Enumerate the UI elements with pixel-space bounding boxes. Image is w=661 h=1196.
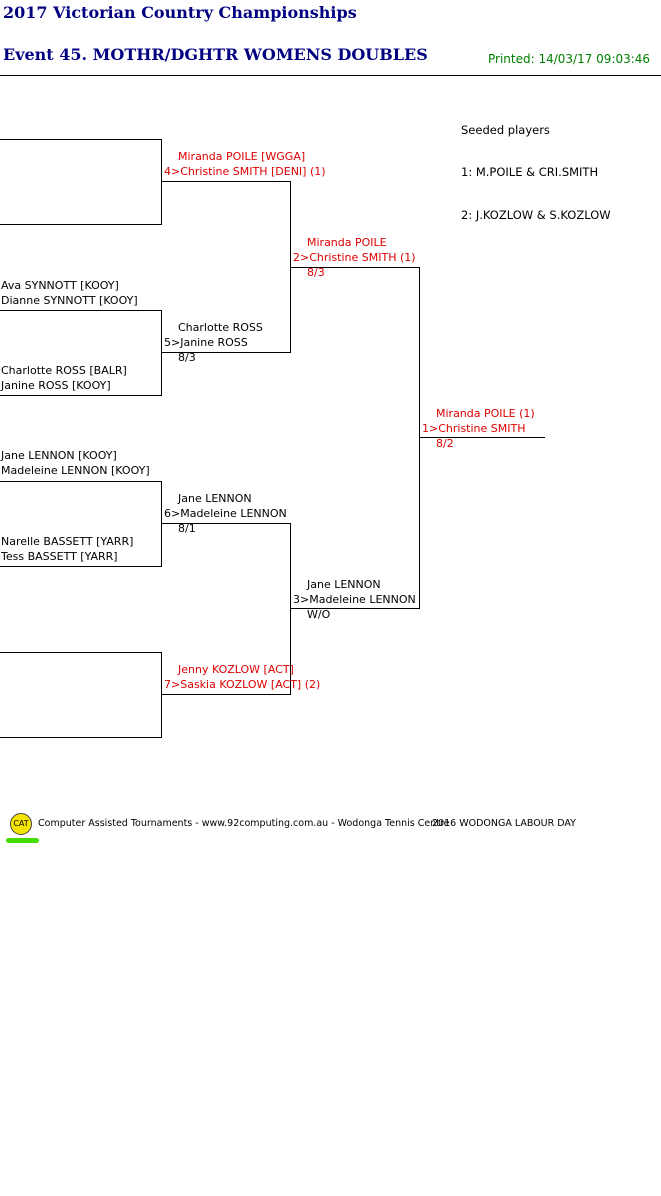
- champion-name: Miranda POILE (1): [436, 407, 535, 420]
- printed-timestamp: Printed: 14/03/17 09:03:46: [488, 52, 651, 66]
- r3-score: 8/3: [307, 266, 325, 279]
- r1-connector-c: [161, 481, 162, 567]
- r1-player: Dianne SYNNOTT [KOOY]: [1, 294, 138, 307]
- r1-player: Narelle BASSETT [YARR]: [1, 535, 134, 548]
- r1-line-8: [0, 737, 162, 738]
- r2-score: 8/3: [178, 351, 196, 364]
- r1-line-7: [0, 652, 162, 653]
- r1-player: Jane LENNON [KOOY]: [1, 449, 117, 462]
- r1-player: Janine ROSS [KOOY]: [1, 379, 111, 392]
- r1-line-6: [0, 566, 162, 567]
- r2-team-name: Jane LENNON: [178, 492, 252, 505]
- r2-team-name: 6>Madeleine LENNON: [164, 507, 287, 520]
- r1-connector-d: [161, 652, 162, 738]
- r1-connector-a: [161, 139, 162, 225]
- r1-player: Charlotte ROSS [BALR]: [1, 364, 127, 377]
- r3-score: W/O: [307, 608, 331, 621]
- seed-2: 2: J.KOZLOW & S.KOZLOW: [461, 208, 611, 222]
- champion-name: 1>Christine SMITH: [422, 422, 526, 435]
- r2-line-2: [162, 352, 291, 353]
- r2-line-3: [162, 523, 291, 524]
- r2-team-name: 7>Saskia KOZLOW [ACT] (2): [164, 678, 321, 691]
- r2-connector-b: [290, 523, 291, 695]
- r3-team-name: 3>Madeleine LENNON: [293, 593, 416, 606]
- header-divider: [0, 75, 661, 76]
- r1-player: Madeleine LENNON [KOOY]: [1, 464, 150, 477]
- r2-line-1: [162, 181, 291, 182]
- r1-connector-b: [161, 310, 162, 396]
- r3-team-name: Miranda POILE: [307, 236, 387, 249]
- r1-line-4: [0, 395, 162, 396]
- r2-score: 8/1: [178, 522, 196, 535]
- r2-team-name: Jenny KOZLOW [ACT]: [178, 663, 294, 676]
- r1-line-1: [0, 139, 162, 140]
- seed-1: 1: M.POILE & CRI.SMITH: [461, 165, 599, 179]
- r3-team-name: Jane LENNON: [307, 578, 381, 591]
- seeded-heading: Seeded players: [461, 123, 550, 137]
- r2-team-name: 4>Christine SMITH [DENI] (1): [164, 165, 326, 178]
- r2-team-name: Miranda POILE [WGGA]: [178, 150, 306, 163]
- r3-line-1: [291, 267, 420, 268]
- logo-swoosh-icon: [6, 838, 39, 843]
- final-line: [420, 437, 545, 438]
- tournament-title: 2017 Victorian Country Championships: [3, 3, 357, 22]
- cat-logo-icon: CAT: [10, 813, 32, 835]
- r2-line-4: [162, 694, 291, 695]
- event-title: Event 45. MOTHR/DGHTR WOMENS DOUBLES: [3, 45, 428, 64]
- r1-line-5: [0, 481, 162, 482]
- r3-team-name: 2>Christine SMITH (1): [293, 251, 416, 264]
- r1-player: Tess BASSETT [YARR]: [1, 550, 118, 563]
- r2-team-name: 5>Janine ROSS: [164, 336, 248, 349]
- r1-player: Ava SYNNOTT [KOOY]: [1, 279, 119, 292]
- r2-connector-a: [290, 181, 291, 353]
- final-score: 8/2: [436, 437, 454, 450]
- footer-credit: Computer Assisted Tournaments - www.92co…: [38, 818, 450, 829]
- r3-connector: [419, 267, 420, 609]
- r3-line-2: [291, 608, 420, 609]
- r1-line-3: [0, 310, 162, 311]
- r2-team-name: Charlotte ROSS: [178, 321, 263, 334]
- r1-line-2: [0, 224, 162, 225]
- footer-venue: 2016 WODONGA LABOUR DAY: [432, 818, 576, 829]
